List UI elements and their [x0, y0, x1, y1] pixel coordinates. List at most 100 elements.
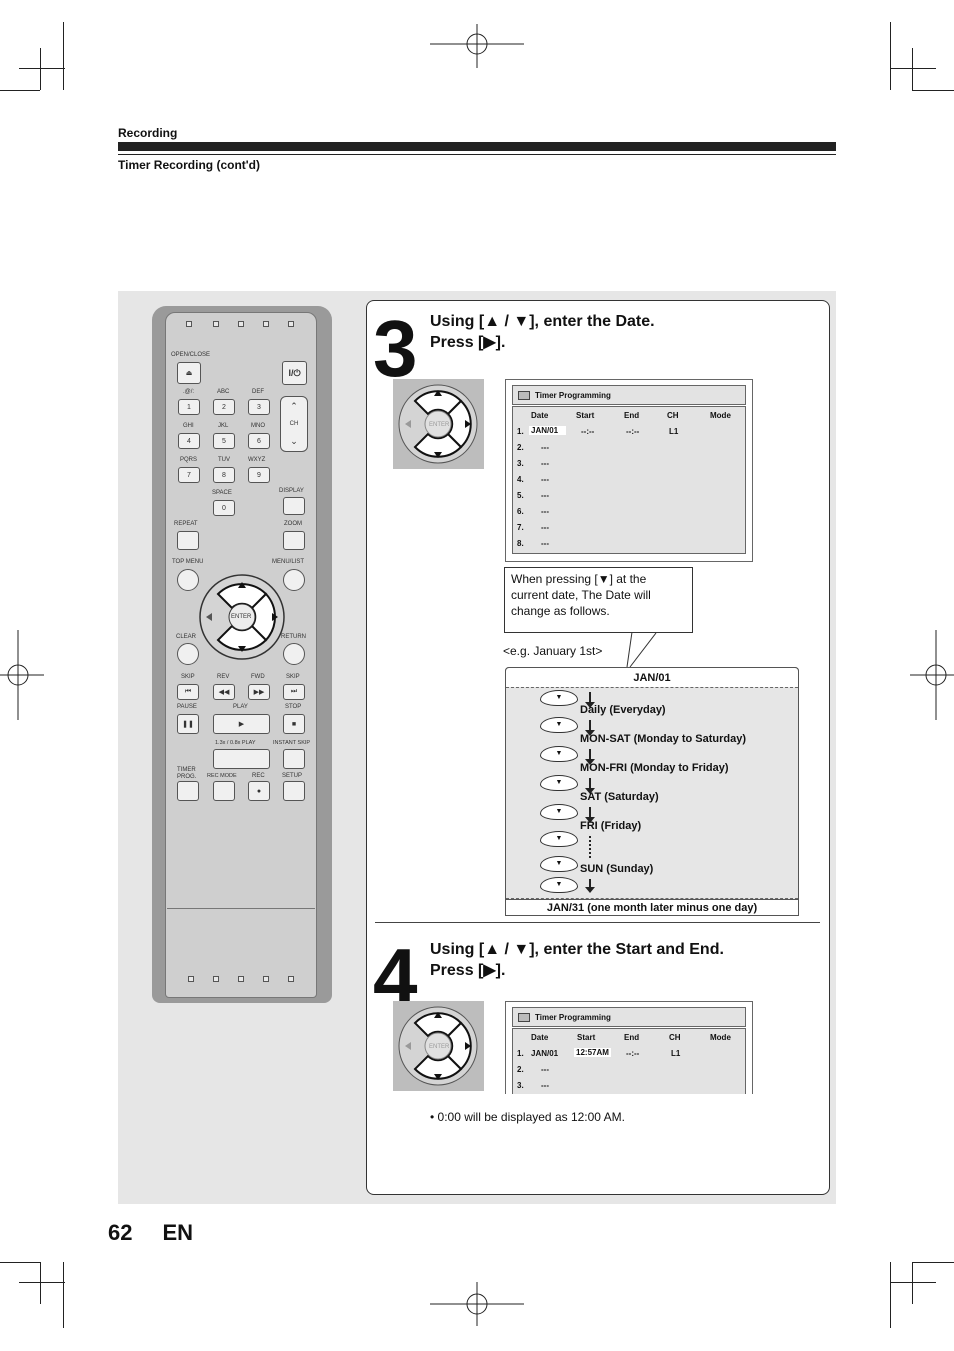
pause-button[interactable]: ❚❚	[177, 714, 199, 734]
remote-dpad[interactable]	[198, 574, 286, 660]
down-key-icon: ▼	[540, 831, 578, 847]
date-cell: ---	[541, 539, 549, 548]
end-cell: --:--	[626, 427, 640, 436]
rewind-icon: ◀◀	[218, 689, 230, 696]
skip-fwd-button[interactable]: ⏭	[283, 684, 305, 700]
top-menu-label: TOP MENU	[172, 559, 204, 565]
repeat-button[interactable]	[177, 531, 199, 550]
registration-mark-right	[910, 630, 954, 720]
col-ch: CH	[669, 1033, 681, 1042]
date-cell: ---	[541, 475, 549, 484]
date-cell: ---	[541, 1081, 549, 1090]
row-index: 3.	[517, 1081, 524, 1090]
row-index: 6.	[517, 507, 524, 516]
film-icon	[518, 1013, 530, 1022]
row-index: 5.	[517, 491, 524, 500]
key-2-button[interactable]: 2	[213, 399, 235, 415]
date-cell: ---	[541, 523, 549, 532]
key-label: GHI	[183, 423, 194, 429]
row-index: 2.	[517, 1065, 524, 1074]
sequence-start: JAN/01	[505, 667, 799, 687]
timer-prog-button[interactable]	[177, 781, 199, 801]
down-key-icon: ▼	[540, 690, 578, 706]
key-7-button[interactable]: 7	[178, 467, 200, 483]
callout-note: When pressing [▼] at the current date, T…	[504, 567, 693, 633]
key-3-button[interactable]: 3	[248, 399, 270, 415]
registration-mark-top	[430, 24, 524, 68]
zoom-button[interactable]	[283, 531, 305, 550]
date-cell: ---	[541, 1065, 549, 1074]
fwd-label: FWD	[251, 674, 265, 680]
page-number-value: 62	[108, 1220, 133, 1245]
row-index: 2.	[517, 443, 524, 452]
key-6-button[interactable]: 6	[248, 433, 270, 449]
ch-up-icon[interactable]: ⌃	[290, 401, 298, 411]
menu-list-button[interactable]	[283, 569, 305, 591]
sequence-item: SUN (Sunday)	[580, 863, 654, 875]
key-5-button[interactable]: 5	[213, 433, 235, 449]
key-4-button[interactable]: 4	[178, 433, 200, 449]
screen-title-text: Timer Programming	[535, 390, 611, 400]
start-cell-selected: 12:57AM	[574, 1048, 611, 1057]
row-index: 4.	[517, 475, 524, 484]
play-label: PLAY	[233, 704, 248, 710]
play-button[interactable]: ▶	[213, 714, 270, 734]
rec-mode-button[interactable]	[213, 781, 235, 801]
instant-skip-label: INSTANT SKIP	[273, 740, 311, 746]
key-9-button[interactable]: 9	[248, 467, 270, 483]
open-close-button[interactable]: ⏏	[177, 362, 201, 384]
stop-label: STOP	[285, 704, 302, 710]
down-key-icon: ▼	[540, 856, 578, 872]
sequence-item: MON-FRI (Monday to Friday)	[580, 762, 729, 774]
key-label: .@/:	[183, 389, 195, 395]
step-4-screen-title: Timer Programming	[512, 1007, 746, 1027]
stop-button[interactable]: ■	[283, 714, 305, 734]
key-8-button[interactable]: 8	[213, 467, 235, 483]
top-menu-button[interactable]	[177, 569, 199, 591]
speed-play-button[interactable]	[213, 749, 270, 769]
power-button[interactable]: I/⏻	[282, 361, 307, 385]
row-index: 8.	[517, 539, 524, 548]
sequence-item: FRI (Friday)	[580, 820, 642, 832]
key-label: SPACE	[212, 490, 232, 496]
key-label: WXYZ	[248, 457, 266, 463]
date-cell: ---	[541, 459, 549, 468]
ch-down-icon[interactable]: ⌄	[290, 436, 298, 446]
skip-back-button[interactable]: ⏮	[177, 684, 199, 700]
key-1-button[interactable]: 1	[178, 399, 200, 415]
display-button[interactable]	[283, 497, 305, 515]
remote-indicator	[213, 976, 219, 982]
step-4-instruction: Using [▲ / ▼], enter the Start and End.	[430, 941, 724, 958]
step-4-instruction-press: Press [▶].	[430, 962, 506, 979]
setup-button[interactable]	[283, 781, 305, 801]
fwd-button[interactable]: ▶▶	[248, 684, 270, 700]
down-key-icon: ▼	[540, 804, 578, 820]
sequence-item: Daily (Everyday)	[580, 704, 666, 716]
down-key-icon: ▼	[540, 877, 578, 893]
flow-arrow	[589, 807, 591, 817]
down-key-icon: ▼	[540, 717, 578, 733]
rev-button[interactable]: ◀◀	[213, 684, 235, 700]
flow-arrowhead	[585, 788, 595, 794]
film-icon	[518, 391, 530, 400]
row-index: 3.	[517, 459, 524, 468]
clear-button[interactable]	[177, 643, 199, 665]
instant-skip-button[interactable]	[283, 749, 305, 769]
return-button[interactable]	[283, 643, 305, 665]
setup-label: SETUP	[282, 773, 303, 779]
sequence-end: JAN/31 (one month later minus one day)	[505, 899, 799, 916]
section-title: Recording	[118, 126, 178, 140]
flow-arrow	[589, 749, 591, 759]
down-key-icon: ▼	[540, 746, 578, 762]
step-3-screen-title: Timer Programming	[512, 385, 746, 405]
key-label: DEF	[252, 389, 264, 395]
date-cell: ---	[541, 443, 549, 452]
rec-button[interactable]: ●	[248, 781, 270, 801]
rev-label: REV	[217, 674, 230, 680]
enter-label: ENTER	[231, 614, 252, 620]
registration-mark-bottom	[430, 1282, 524, 1326]
key-0-button[interactable]: 0	[213, 500, 235, 516]
remote-indicator	[186, 321, 192, 327]
sequence-bottom-rule	[506, 898, 798, 899]
